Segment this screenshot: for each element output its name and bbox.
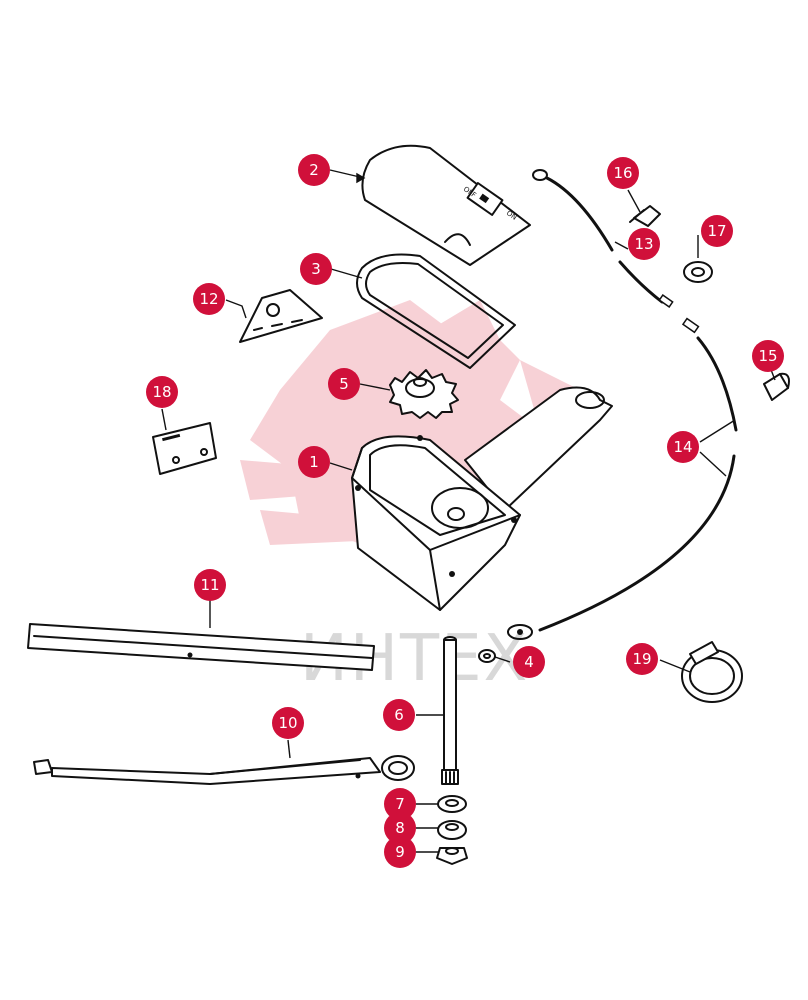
part-grommet	[683, 261, 713, 283]
svg-text:12: 12	[199, 290, 218, 308]
part-gasket	[356, 253, 516, 369]
svg-text:13: 13	[634, 235, 653, 253]
part-cable-clip	[763, 372, 790, 401]
callout-14[interactable]: 14	[667, 431, 699, 463]
callout-18[interactable]: 18	[146, 376, 178, 408]
part-wire-lower	[507, 336, 738, 640]
part-washer-middle	[437, 820, 467, 840]
callout-12[interactable]: 12	[193, 283, 225, 315]
part-wiper-blade	[27, 623, 375, 671]
callout-11[interactable]: 11	[194, 569, 226, 601]
callout-1[interactable]: 1	[298, 446, 330, 478]
svg-text:15: 15	[758, 347, 777, 365]
part-nut-lower	[436, 847, 468, 865]
part-cover-plate: OFF ON	[361, 144, 531, 266]
part-clip	[629, 205, 661, 227]
svg-text:2: 2	[309, 161, 319, 179]
part-washer-upper	[437, 795, 467, 813]
callout-5[interactable]: 5	[328, 368, 360, 400]
callout-6[interactable]: 6	[383, 699, 415, 731]
callout-16[interactable]: 16	[607, 157, 639, 189]
callout-2[interactable]: 2	[298, 154, 330, 186]
svg-text:3: 3	[311, 260, 321, 278]
callout-3[interactable]: 3	[300, 253, 332, 285]
callout-8[interactable]: 8	[384, 812, 416, 844]
part-small-nut	[478, 649, 496, 663]
svg-text:17: 17	[707, 222, 726, 240]
svg-text:16: 16	[613, 164, 632, 182]
part-motor-housing	[351, 386, 613, 611]
part-gear	[389, 369, 459, 419]
svg-text:4: 4	[524, 653, 534, 671]
svg-text:6: 6	[394, 706, 404, 724]
callout-17[interactable]: 17	[701, 215, 733, 247]
svg-text:9: 9	[395, 843, 405, 861]
svg-text:18: 18	[152, 383, 171, 401]
part-spindle-shaft	[441, 636, 459, 785]
part-mounting-plate	[152, 422, 217, 475]
part-hose-clamp	[681, 641, 743, 703]
part-bracket-plate	[239, 289, 323, 343]
part-wire-upper	[532, 169, 700, 334]
svg-text:14: 14	[673, 438, 692, 456]
callout-10[interactable]: 10	[272, 707, 304, 739]
svg-text:11: 11	[200, 576, 219, 594]
callout-19[interactable]: 19	[626, 643, 658, 675]
part-wiper-arm	[33, 755, 415, 785]
callout-13[interactable]: 13	[628, 228, 660, 260]
svg-text:7: 7	[395, 795, 405, 813]
svg-text:8: 8	[395, 819, 405, 837]
svg-text:5: 5	[339, 375, 349, 393]
callout-15[interactable]: 15	[752, 340, 784, 372]
svg-text:19: 19	[632, 650, 651, 668]
callout-4[interactable]: 4	[513, 646, 545, 678]
svg-text:10: 10	[278, 714, 297, 732]
svg-text:1: 1	[309, 453, 319, 471]
callout-9[interactable]: 9	[384, 836, 416, 868]
callout-7[interactable]: 7	[384, 788, 416, 820]
leader-lines	[161, 169, 776, 853]
